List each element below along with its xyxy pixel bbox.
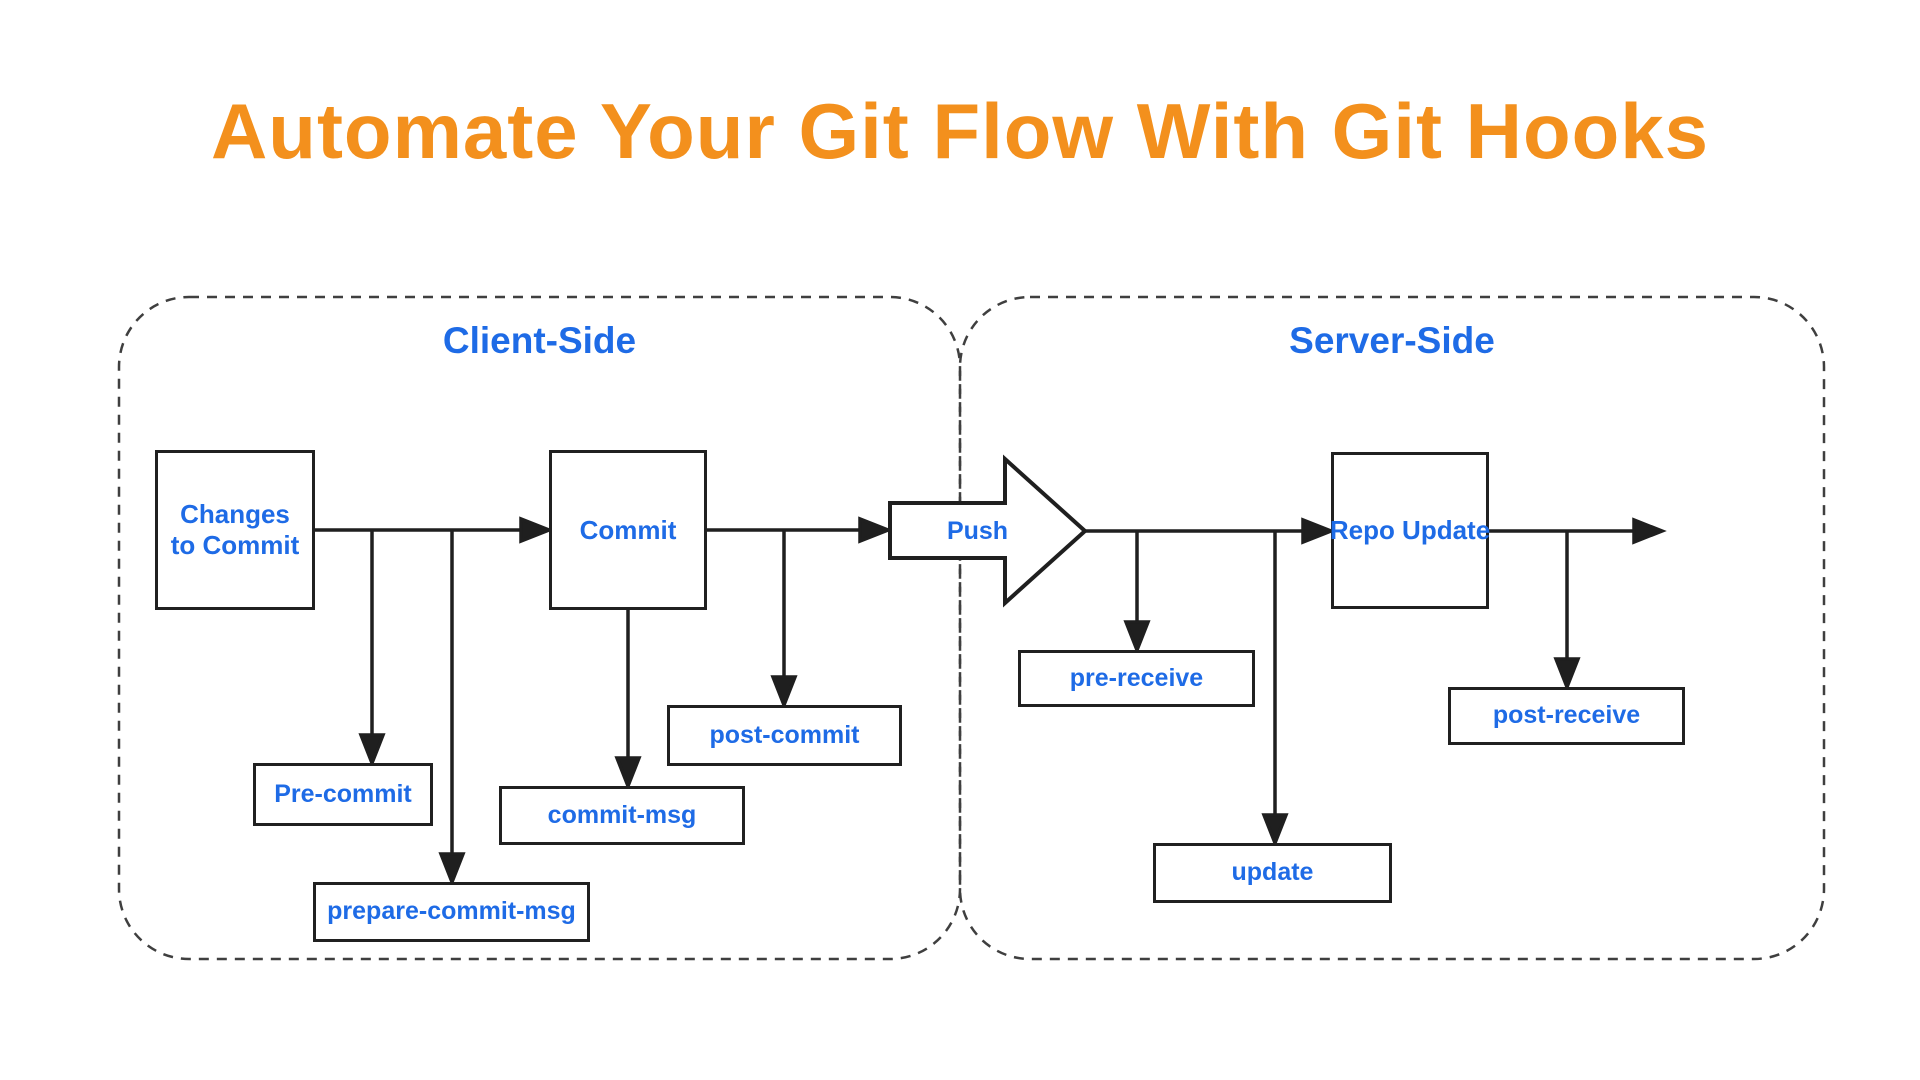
node-pre-commit-label: Pre-commit [274,779,412,808]
node-prepare-commit-msg: prepare-commit-msg [313,882,590,942]
arrowhead-into-update [1261,813,1289,848]
diagram-title: Automate Your Git Flow With Git Hooks [210,87,1710,175]
node-pre-receive: pre-receive [1018,650,1255,707]
arrowhead-into-push [858,516,893,544]
arrowhead-into-commit-msg [614,756,642,791]
arrowhead-into-commit [519,516,554,544]
node-post-receive: post-receive [1448,687,1685,745]
arrowhead-into-pre-commit [358,733,386,768]
node-commit-msg: commit-msg [499,786,745,845]
arrowhead-into-post-commit [770,675,798,710]
node-pre-receive-label: pre-receive [1069,663,1204,692]
arrowhead-into-post-receive [1553,657,1581,692]
node-post-commit-label: post-commit [709,720,860,749]
node-changes-to-commit: Changes to Commit [155,450,315,610]
connectors [315,454,1667,887]
group-outlines [117,295,1826,961]
push-arrow-shape [888,454,1088,608]
client-side-group-outline [117,295,962,961]
node-commit-msg-label: commit-msg [547,800,697,829]
node-post-commit: post-commit [667,705,902,766]
node-commit-label: Commit [579,514,677,545]
node-update-label: update [1231,858,1314,887]
server-side-group-outline [958,295,1826,961]
node-pre-commit: Pre-commit [253,763,433,826]
push-arrow-label: Push [946,516,1009,545]
node-changes-to-commit-label: Changes to Commit [170,499,300,560]
server-side-group-label: Server-Side [1289,320,1495,361]
arrowhead-into-prepare-commit-msg [438,852,466,887]
node-commit: Commit [549,450,707,610]
node-prepare-commit-msg-label: prepare-commit-msg [327,897,576,926]
node-update: update [1153,843,1392,903]
arrowhead-into-pre-receive [1123,620,1151,655]
client-side-group-label: Client-Side [442,320,637,361]
arrowhead-into-repo-update [1301,517,1336,545]
arrowhead-flow-out [1632,517,1667,545]
node-post-receive-label: post-receive [1492,701,1641,730]
node-repo-update: Repo Update [1329,452,1491,609]
node-repo-update-label: Repo Update [1329,515,1491,546]
